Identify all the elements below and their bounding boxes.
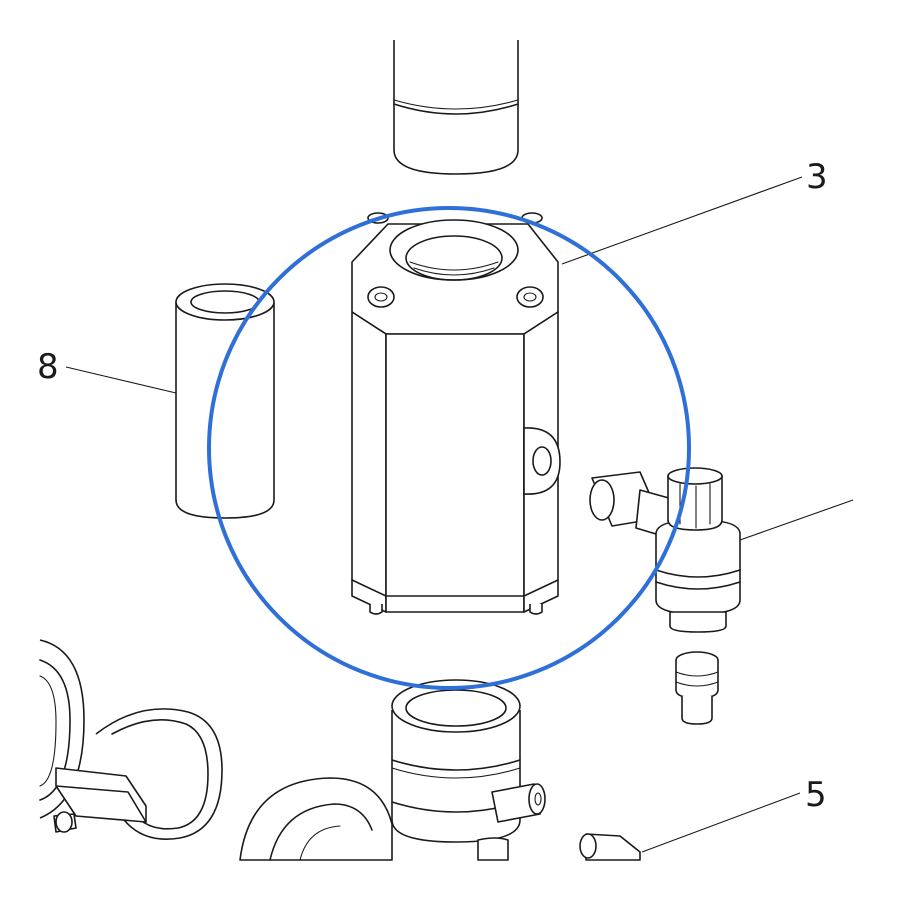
leader-line-right xyxy=(739,499,854,541)
leader-lines xyxy=(65,176,854,853)
leader-line-8 xyxy=(65,366,177,394)
leader-line-3 xyxy=(561,176,803,265)
main-block-housing-part-3 xyxy=(351,212,561,615)
elbow-fitting xyxy=(589,467,741,633)
highlight-circle xyxy=(207,206,691,690)
small-adapter-fitting xyxy=(675,651,719,725)
leader-line-5 xyxy=(641,792,801,853)
callout-5: 5 xyxy=(805,775,827,815)
fitting-part-5 xyxy=(579,833,641,861)
callout-3: 3 xyxy=(806,157,828,197)
callout-8: 8 xyxy=(37,347,59,387)
lower-flow-tube xyxy=(239,679,546,861)
pipe-clamp xyxy=(39,639,223,840)
top-pipe-segment xyxy=(393,40,519,175)
sleeve-part-8 xyxy=(175,283,275,519)
